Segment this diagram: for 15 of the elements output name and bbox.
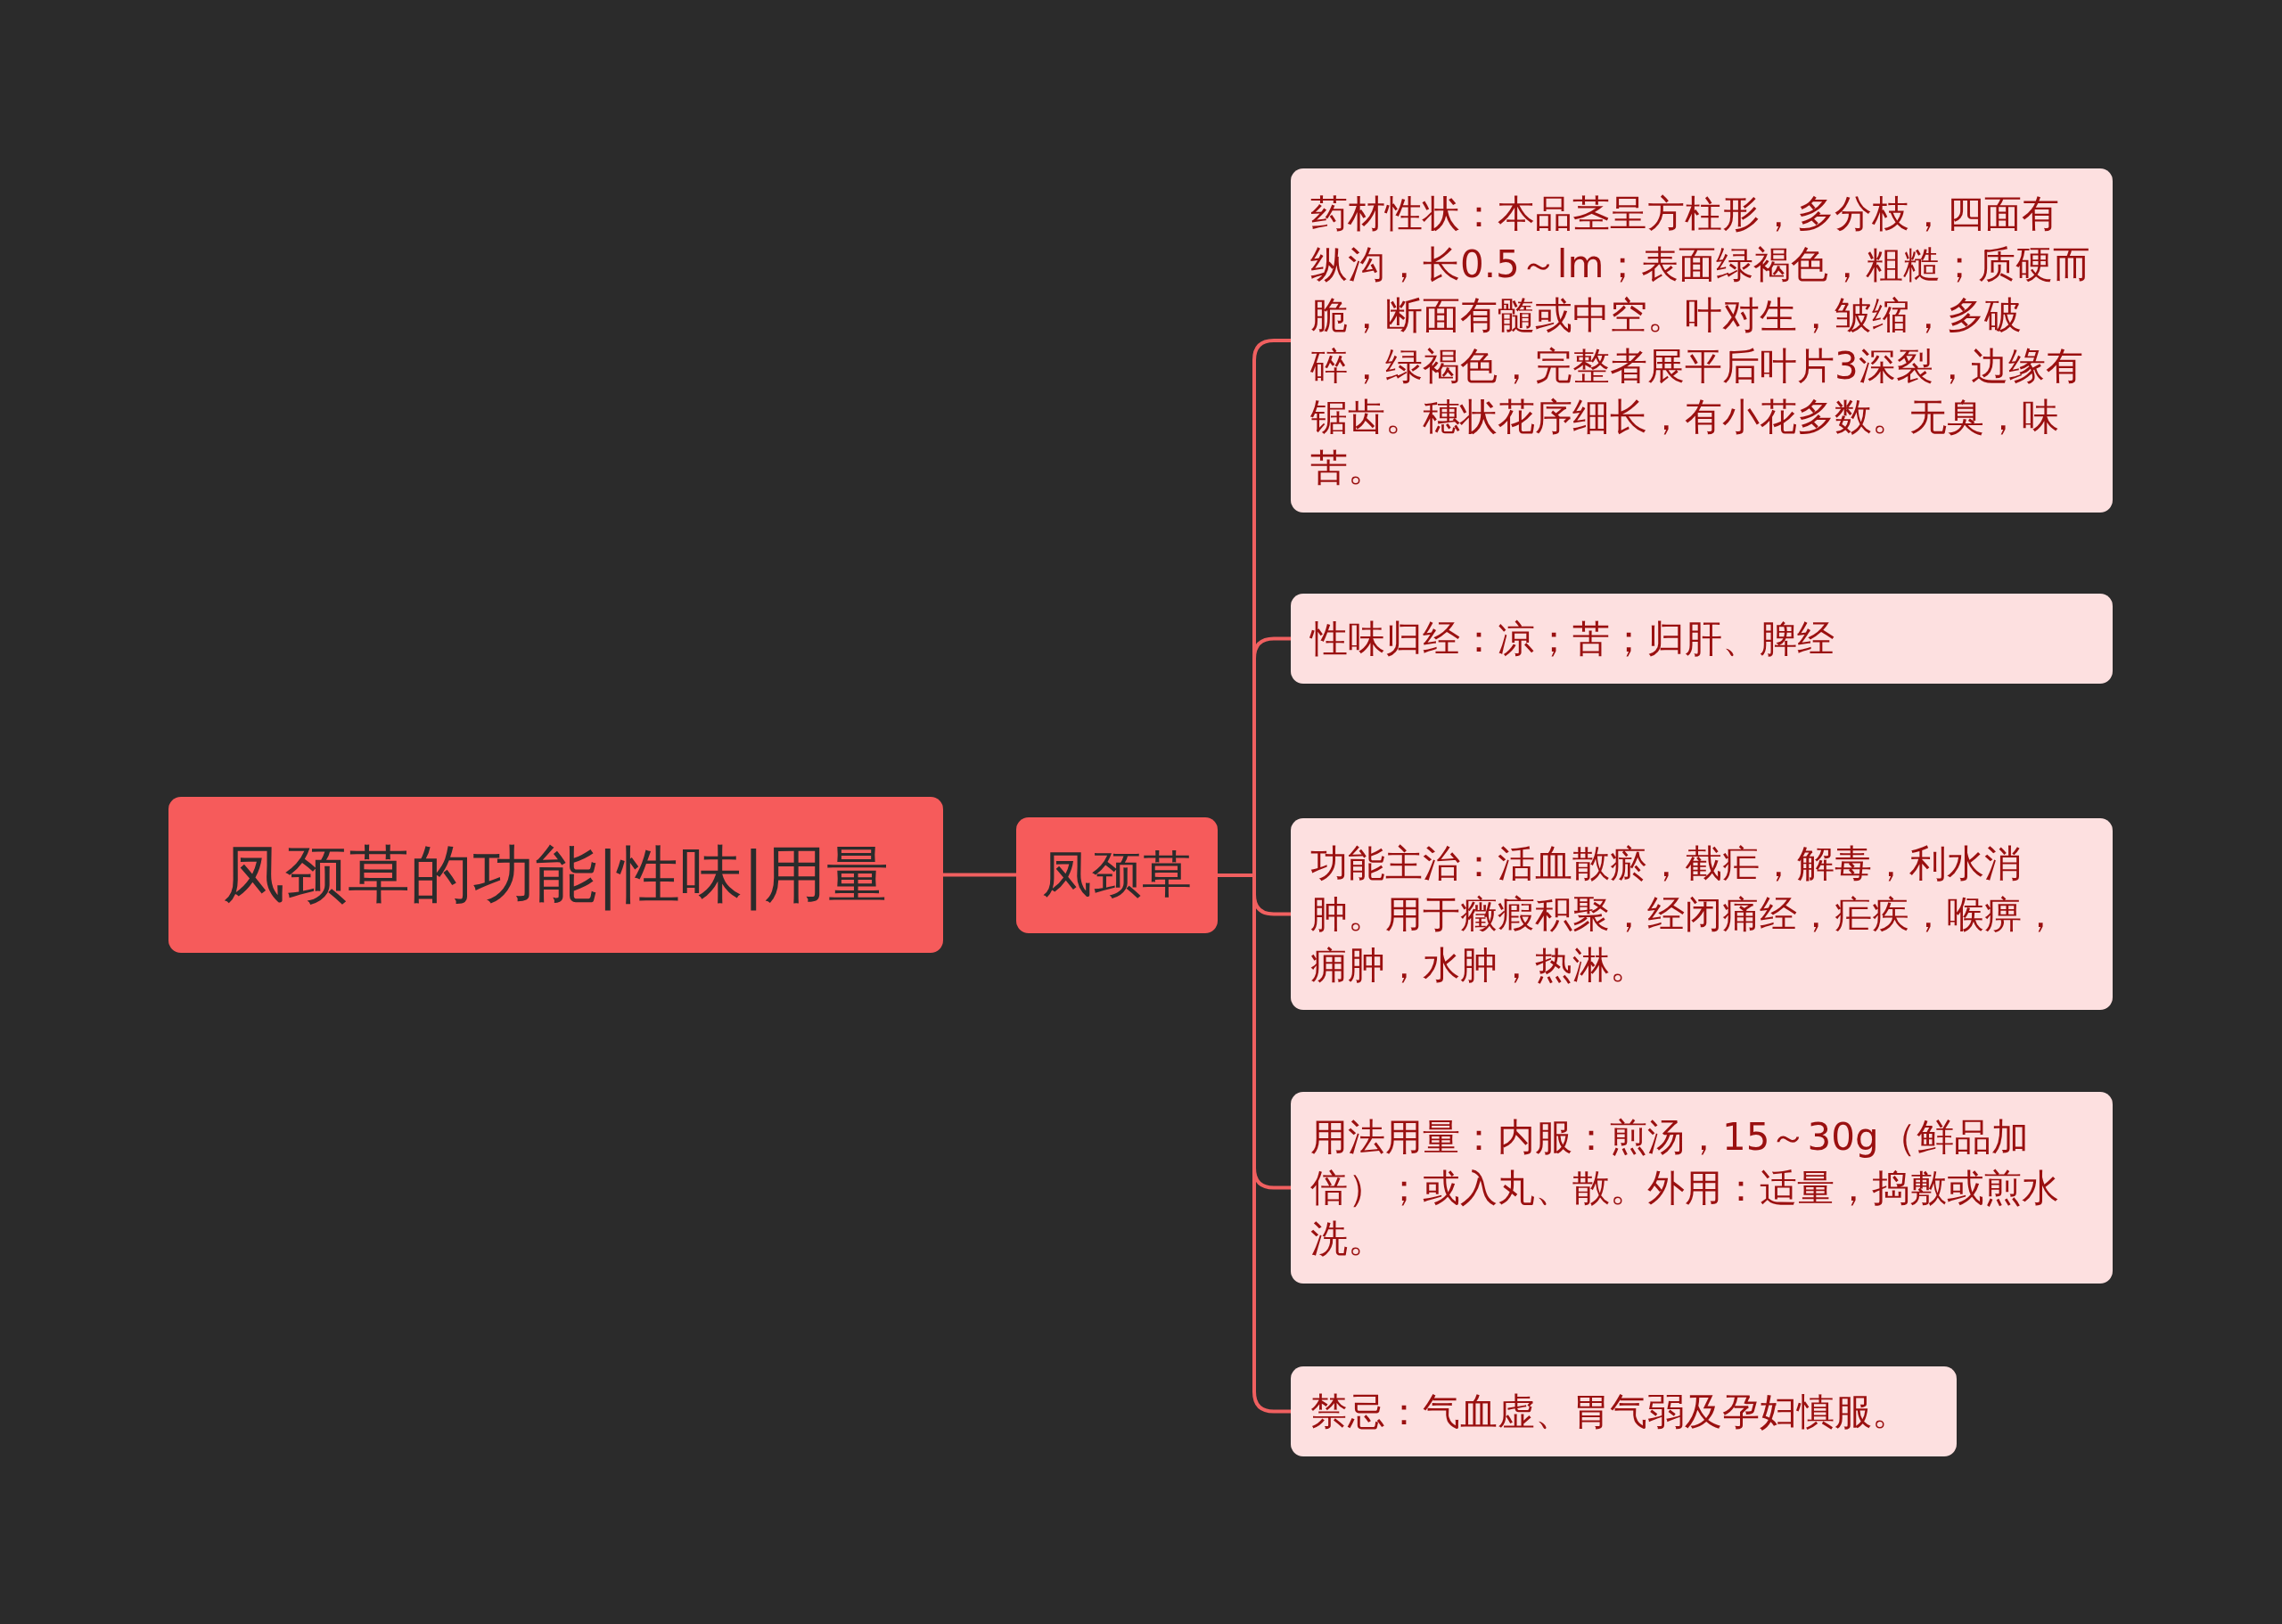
topic-text: 药材性状：本品茎呈方柱形，多分枝，四面有纵沟，长0.5～lm；表面绿褐色，粗糙；质硬而脆，断面有髓或中空。叶对生，皱缩，多破碎，绿褐色，完整者展平后叶片3深裂，边缘有锯齿。穗状花序细长，有小花多数。无臭，味苦。 <box>1310 191 2092 491</box>
topic-text: 凤颈草的功能|性味|用量 <box>222 836 890 913</box>
connector-line <box>943 873 1016 877</box>
topic-text: 禁忌：气血虚、胃气弱及孕妇慎服。 <box>1310 1389 1910 1435</box>
subtopic-box <box>1291 168 2113 513</box>
subtopic-box <box>1291 1366 1957 1456</box>
subtopic-box <box>1291 818 2113 1010</box>
subtopic-box <box>1291 1092 2113 1284</box>
subtopic-box <box>1291 594 2113 684</box>
topic-text: 用法用量：内服：煎汤，15～30g（鲜品加倍）；或入丸、散。外用：适量，捣敷或煎水洗。 <box>1310 1114 2060 1262</box>
topic-text: 性味归经：凉；苦；归肝、脾经 <box>1310 616 1835 662</box>
topic-box <box>1016 817 1218 933</box>
topic-text: 凤颈草 <box>1042 844 1192 905</box>
topic-text: 功能主治：活血散瘀，截疟，解毒，利水消肿。用于癥瘕积聚，经闭痛经，疟疾，喉痹，痈肿，水肿，热淋。 <box>1310 841 2060 988</box>
root-topic-box <box>168 797 943 953</box>
